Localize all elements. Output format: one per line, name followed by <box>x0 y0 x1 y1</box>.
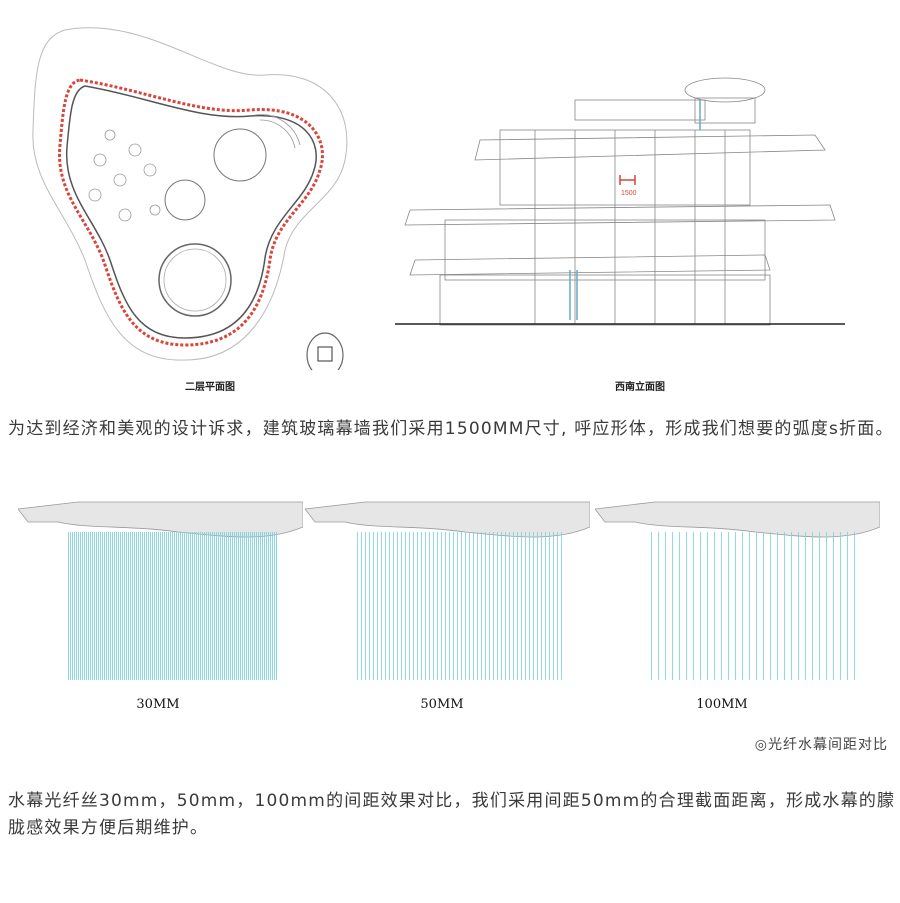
spacing-label-30mm: 30MM <box>136 697 180 712</box>
fiber-panel-50mm <box>304 497 591 682</box>
elevation-drawing: 1500 <box>395 77 845 326</box>
plan-caption: 二层平面图 <box>185 382 235 393</box>
paragraph-fiber-spacing: 水幕光纤丝30mm，50mm，100mm的间距效果对比，我们采用间距50mm的合… <box>8 791 896 838</box>
fiber-panel-30mm <box>17 497 304 682</box>
spacing-label-50mm: 50MM <box>420 697 464 712</box>
spacing-label-100mm: 100MM <box>696 697 748 712</box>
floor-plan-drawing <box>32 27 348 370</box>
paragraph-glass-curtain-wall: 为达到经济和美观的设计诉求，建筑玻璃幕墙我们采用1500MM尺寸, 呼应形体，形… <box>8 419 894 439</box>
elevation-caption: 西南立面图 <box>615 382 665 393</box>
image-credit: ◎光纤水幕间距对比 <box>754 737 888 753</box>
dimension-label: 1500 <box>621 190 637 197</box>
fiber-panel-100mm <box>594 497 881 682</box>
